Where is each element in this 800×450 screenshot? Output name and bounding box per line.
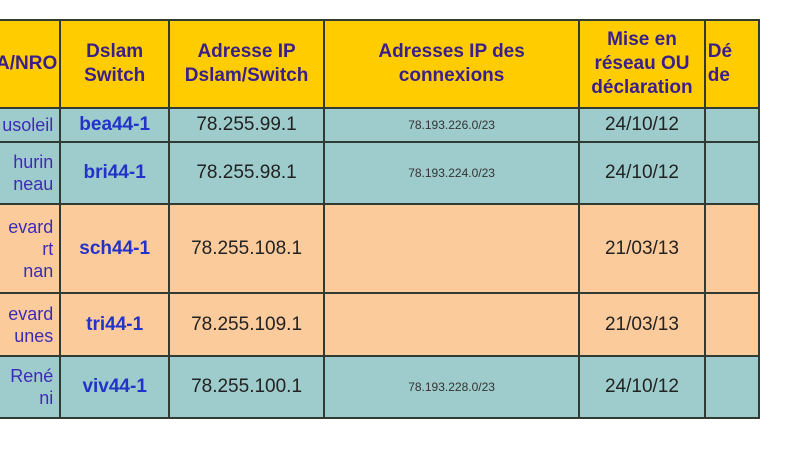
date-cell: 21/03/13 <box>578 292 706 357</box>
date-cell: 24/10/12 <box>578 107 706 143</box>
site-cell: usoleil <box>0 107 62 143</box>
extra-cell <box>703 355 761 419</box>
extra-cell <box>703 292 761 357</box>
connexions-cell <box>322 292 581 357</box>
dslam-link[interactable]: bri44-1 <box>59 141 171 205</box>
header-row: A/NRO Dslam Switch Adresse IP Dslam/Swit… <box>0 19 761 109</box>
extra-cell <box>703 141 761 205</box>
ip-cell: 78.255.99.1 <box>168 107 325 143</box>
connexions-cell: 78.193.228.0/23 <box>322 355 581 419</box>
date-cell: 21/03/13 <box>578 203 706 294</box>
date-cell: 24/10/12 <box>578 141 706 205</box>
ip-cell: 78.255.108.1 <box>168 203 325 294</box>
site-cell: René ni <box>0 355 62 419</box>
site-cell: evard rt nan <box>0 203 62 294</box>
dslam-table: A/NRO Dslam Switch Adresse IP Dslam/Swit… <box>0 19 761 419</box>
ip-cell: 78.255.98.1 <box>168 141 325 205</box>
dslam-link[interactable]: tri44-1 <box>59 292 171 357</box>
site-cell: evard unes <box>0 292 62 357</box>
header-dslam: Dslam Switch <box>59 19 171 109</box>
connexions-cell: 78.193.224.0/23 <box>322 141 581 205</box>
header-ip-connexions: Adresses IP des connexions <box>322 19 581 109</box>
dslam-link[interactable]: viv44-1 <box>59 355 171 419</box>
dslam-link[interactable]: sch44-1 <box>59 203 171 294</box>
connexions-cell: 78.193.226.0/23 <box>322 107 581 143</box>
header-nro: A/NRO <box>0 19 62 109</box>
ip-cell: 78.255.109.1 <box>168 292 325 357</box>
extra-cell <box>703 107 761 143</box>
site-cell: hurin neau <box>0 141 62 205</box>
ip-cell: 78.255.100.1 <box>168 355 325 419</box>
header-mise-en-reseau: Mise en réseau OU déclaration <box>578 19 706 109</box>
header-next: Dé de <box>703 19 761 109</box>
connexions-cell <box>322 203 581 294</box>
header-ip-dslam: Adresse IP Dslam/Switch <box>168 19 325 109</box>
date-cell: 24/10/12 <box>578 355 706 419</box>
dslam-link[interactable]: bea44-1 <box>59 107 171 143</box>
dslam-table-container: A/NRO Dslam Switch Adresse IP Dslam/Swit… <box>0 19 800 421</box>
extra-cell <box>703 203 761 294</box>
